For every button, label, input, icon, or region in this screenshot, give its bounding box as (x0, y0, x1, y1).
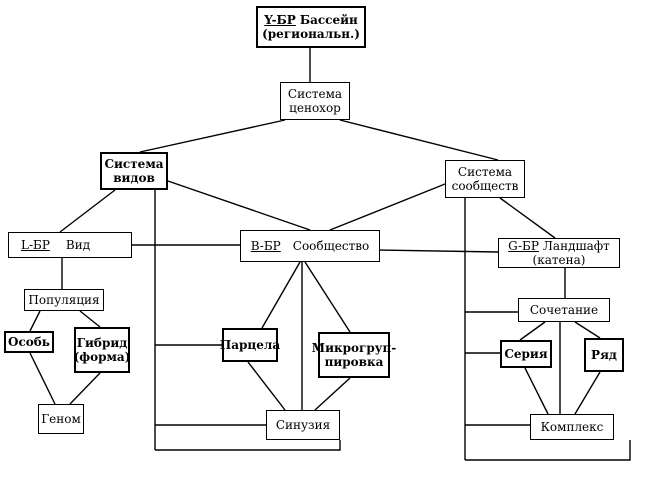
node-population: Популяция (24, 289, 104, 311)
edge-seriya-kompleks (524, 367, 549, 415)
edge-parcela-sinuziya (247, 361, 286, 411)
edge-syssoob-bbr (329, 179, 456, 231)
edge-cenohor-sysvidov (139, 119, 286, 153)
node-landscape: G-БР Ландшафт (катена) (498, 238, 620, 268)
edge-pop-gibrid (79, 310, 101, 328)
node-species: L-БР Вид (8, 232, 132, 258)
edge-gibrid-genom (69, 372, 101, 405)
node-microgroup: Микрогруп- пировка (312, 332, 396, 378)
hybrid-line2: (форма) (73, 350, 131, 364)
node-complex: Комплекс (530, 414, 614, 440)
complex-label: Комплекс (540, 419, 604, 434)
cenohor-line2: ценохор (289, 101, 341, 115)
species-code: L-БР (21, 237, 50, 252)
row-label: Ряд (591, 347, 617, 362)
node-genome: Геном (38, 404, 84, 434)
edge-osob-genom (29, 352, 56, 405)
edge-bbr-gbr (379, 249, 499, 253)
node-combination: Сочетание (518, 298, 610, 322)
landscape-sub: (катена) (532, 253, 586, 267)
population-label: Популяция (28, 292, 100, 307)
syssoob-line1: Система (457, 164, 513, 179)
landscape-label: Ландшафт (542, 238, 610, 253)
edge-ryad-kompleks (574, 371, 601, 415)
basin-code: Y-БР (264, 12, 296, 27)
basin-label: Бассейн (299, 12, 358, 27)
node-synusia: Синузия (266, 410, 340, 440)
node-system-cenohor: Система ценохор (280, 82, 350, 120)
microgroup-line2: пировка (324, 355, 384, 369)
node-series: Серия (500, 340, 552, 368)
genome-label: Геном (41, 411, 81, 426)
edge-bottom-loop (155, 440, 341, 451)
node-individual: Особь (4, 331, 54, 353)
synusia-label: Синузия (275, 417, 331, 432)
hybrid-line1: Гибрид (76, 335, 128, 350)
edge-mikro-sinuziya (314, 377, 351, 411)
edge-soch-ryad (574, 321, 601, 339)
basin-sub: (региональн.) (262, 27, 360, 41)
individual-label: Особь (8, 334, 50, 349)
edge-cenohor-syssoob (339, 119, 499, 161)
community-label: Сообщество (292, 238, 370, 253)
node-parcel: Парцела (219, 328, 281, 362)
landscape-code: G-БР (508, 238, 539, 253)
node-basin: Y-БР Бассейн (региональн.) (256, 6, 366, 48)
sysvidov-line1: Система (104, 156, 164, 171)
edge-bbr-mikro (304, 261, 351, 333)
microgroup-line1: Микрогруп- (311, 340, 397, 355)
combination-label: Сочетание (529, 302, 599, 317)
cenohor-line1: Система (287, 86, 343, 101)
community-code: B-БР (250, 238, 281, 253)
edge-soch-seriya (519, 321, 546, 341)
edge-bbr-parcela (261, 261, 301, 329)
sysvidov-line2: видов (113, 171, 155, 185)
species-label: Вид (65, 237, 91, 252)
parcel-label: Парцела (219, 337, 281, 352)
node-row: Ряд (584, 338, 624, 372)
edge-right-loop (465, 440, 631, 461)
series-label: Серия (504, 346, 548, 361)
syssoob-line2: сообществ (451, 179, 519, 193)
node-community: B-БР Сообщество (240, 230, 380, 262)
edge-sysvidov-bbr (164, 179, 311, 231)
edge-syssoob-gbr (499, 197, 556, 239)
node-hybrid: Гибрид (форма) (74, 327, 130, 373)
node-system-species: Система видов (100, 152, 168, 190)
node-system-communities: Система сообществ (445, 160, 525, 198)
edge-pop-osob (29, 310, 41, 332)
edge-sysvidov-lbr (59, 189, 116, 233)
